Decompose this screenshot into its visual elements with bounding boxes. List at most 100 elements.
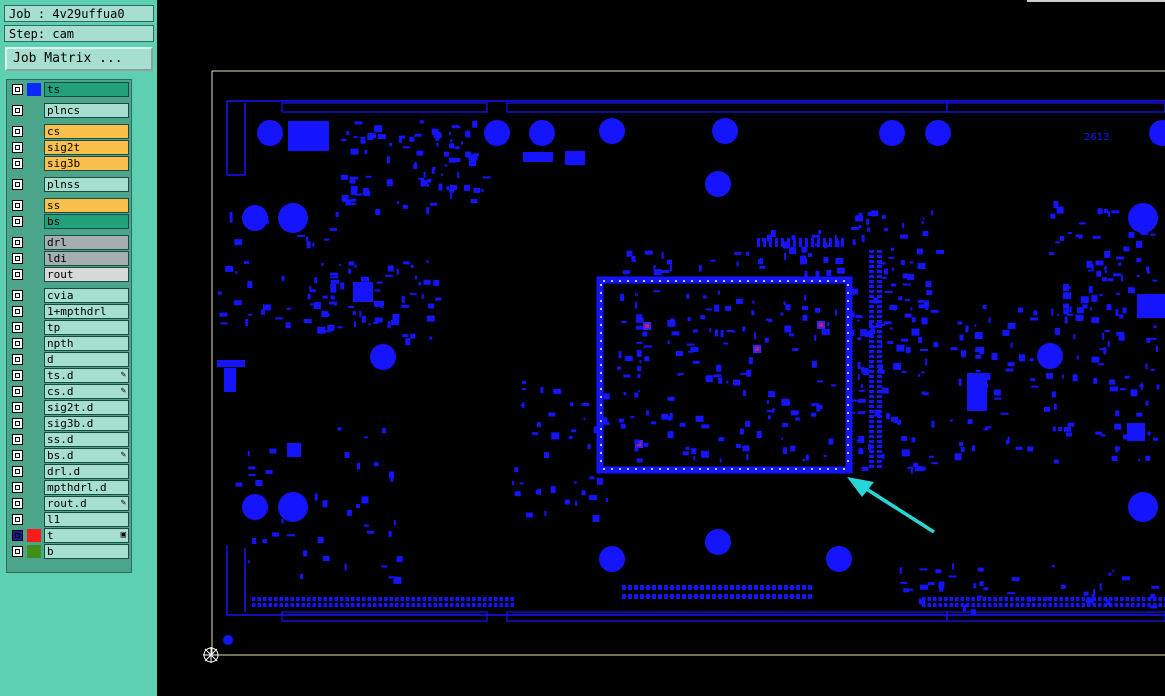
- layer-checkbox[interactable]: [12, 269, 23, 280]
- layer-name[interactable]: cs.d✎: [44, 384, 129, 399]
- layer-checkbox[interactable]: [12, 482, 23, 493]
- layer-checkbox[interactable]: [12, 338, 23, 349]
- layer-row-sig2t-d[interactable]: sig2t.d: [9, 400, 129, 415]
- layer-name[interactable]: d: [44, 352, 129, 367]
- layer-row-cs[interactable]: cs: [9, 124, 129, 139]
- smd-pad: [690, 347, 699, 353]
- graphics-canvas[interactable]: 2613: [157, 0, 1165, 696]
- layer-checkbox[interactable]: [12, 546, 23, 557]
- smd-pad: [1099, 583, 1102, 591]
- layer-checkbox[interactable]: [12, 253, 23, 264]
- layer-row-npth[interactable]: npth: [9, 336, 129, 351]
- layer-name[interactable]: drl: [44, 235, 129, 250]
- layer-checkbox[interactable]: [12, 418, 23, 429]
- layer-row-ts-d[interactable]: ts.d✎: [9, 368, 129, 383]
- layer-name[interactable]: bs.d✎: [44, 448, 129, 463]
- layer-checkbox[interactable]: [12, 466, 23, 477]
- layer-checkbox[interactable]: [12, 216, 23, 227]
- layer-name[interactable]: rout: [44, 267, 129, 282]
- layer-checkbox[interactable]: [12, 434, 23, 445]
- layer-checkbox[interactable]: [12, 530, 23, 541]
- layer-checkbox[interactable]: [12, 322, 23, 333]
- layer-name[interactable]: 1+mpthdrl: [44, 304, 129, 319]
- smd-pad: [731, 330, 736, 333]
- layer-row-tp[interactable]: tp: [9, 320, 129, 335]
- layer-checkbox[interactable]: [12, 105, 23, 116]
- layer-row-sig3b-d[interactable]: sig3b.d: [9, 416, 129, 431]
- layer-row-bs[interactable]: bs: [9, 214, 129, 229]
- layer-checkbox[interactable]: [12, 237, 23, 248]
- layer-checkbox[interactable]: [12, 158, 23, 169]
- layer-name[interactable]: ts: [44, 82, 129, 97]
- layer-checkbox[interactable]: [12, 290, 23, 301]
- layer-name[interactable]: rout.d✎: [44, 496, 129, 511]
- layer-name[interactable]: ss.d: [44, 432, 129, 447]
- layer-row-ss[interactable]: ss: [9, 198, 129, 213]
- layer-checkbox[interactable]: [12, 370, 23, 381]
- connector-pin: [960, 603, 964, 607]
- layer-name[interactable]: ss: [44, 198, 129, 213]
- layer-name[interactable]: cs: [44, 124, 129, 139]
- layer-row-t[interactable]: t▣: [9, 528, 129, 543]
- layer-name[interactable]: plncs: [44, 103, 129, 118]
- layer-row-mpthdrl-d[interactable]: mpthdrl.d: [9, 480, 129, 495]
- layer-checkbox[interactable]: [12, 179, 23, 190]
- layer-checkbox[interactable]: [12, 126, 23, 137]
- layer-checkbox[interactable]: [12, 402, 23, 413]
- layer-color-swatch[interactable]: [27, 83, 41, 96]
- layer-color-swatch[interactable]: [27, 545, 41, 558]
- layer-row-d[interactable]: d: [9, 352, 129, 367]
- layer-row-sig2t[interactable]: sig2t: [9, 140, 129, 155]
- layer-name[interactable]: ldi: [44, 251, 129, 266]
- layer-color-swatch[interactable]: [27, 529, 41, 542]
- layer-checkbox[interactable]: [12, 306, 23, 317]
- layer-row-1-mpthdrl[interactable]: 1+mpthdrl: [9, 304, 129, 319]
- layer-row-drl[interactable]: drl: [9, 235, 129, 250]
- shield-via: [835, 280, 837, 282]
- layer-name[interactable]: plnss: [44, 177, 129, 192]
- layer-checkbox[interactable]: [12, 142, 23, 153]
- layer-row-ldi[interactable]: ldi: [9, 251, 129, 266]
- layer-row-rout-d[interactable]: rout.d✎: [9, 496, 129, 511]
- smd-pad: [225, 265, 234, 272]
- job-matrix-button[interactable]: Job Matrix ...: [5, 47, 153, 71]
- layer-checkbox[interactable]: [12, 354, 23, 365]
- layer-checkbox[interactable]: [12, 514, 23, 525]
- layer-name[interactable]: cvia: [44, 288, 129, 303]
- layer-name[interactable]: t▣: [44, 528, 129, 543]
- layer-row-cvia[interactable]: cvia: [9, 288, 129, 303]
- smd-pad: [374, 125, 383, 133]
- layer-name[interactable]: bs: [44, 214, 129, 229]
- pcb-board-view[interactable]: 2613: [157, 0, 1165, 696]
- layer-name[interactable]: sig3b.d: [44, 416, 129, 431]
- layer-row-ss-d[interactable]: ss.d: [9, 432, 129, 447]
- layer-name[interactable]: sig3b: [44, 156, 129, 171]
- layer-checkbox[interactable]: [12, 84, 23, 95]
- layer-name[interactable]: drl.d: [44, 464, 129, 479]
- layer-row-plnss[interactable]: plnss: [9, 177, 129, 192]
- layer-row-b[interactable]: b: [9, 544, 129, 559]
- layer-checkbox[interactable]: [12, 386, 23, 397]
- layer-row-bs-d[interactable]: bs.d✎: [9, 448, 129, 463]
- layer-name[interactable]: b: [44, 544, 129, 559]
- layer-row-ts[interactable]: ts: [9, 82, 129, 97]
- layer-name[interactable]: sig2t: [44, 140, 129, 155]
- layer-checkbox[interactable]: [12, 450, 23, 461]
- layer-name[interactable]: sig2t.d: [44, 400, 129, 415]
- layer-name[interactable]: npth: [44, 336, 129, 351]
- layer-name[interactable]: tp: [44, 320, 129, 335]
- layer-checkbox[interactable]: [12, 200, 23, 211]
- connector-pin: [340, 597, 344, 601]
- layer-row-l1[interactable]: l1: [9, 512, 129, 527]
- layer-checkbox[interactable]: [12, 498, 23, 509]
- layer-name[interactable]: l1: [44, 512, 129, 527]
- layer-row-drl-d[interactable]: drl.d: [9, 464, 129, 479]
- layer-name[interactable]: mpthdrl.d: [44, 480, 129, 495]
- layer-row-plncs[interactable]: plncs: [9, 103, 129, 118]
- shield-via: [847, 420, 849, 422]
- layer-row-cs-d[interactable]: cs.d✎: [9, 384, 129, 399]
- layer-row-sig3b[interactable]: sig3b: [9, 156, 129, 171]
- smd-pad: [260, 220, 269, 225]
- layer-row-rout[interactable]: rout: [9, 267, 129, 282]
- layer-name[interactable]: ts.d✎: [44, 368, 129, 383]
